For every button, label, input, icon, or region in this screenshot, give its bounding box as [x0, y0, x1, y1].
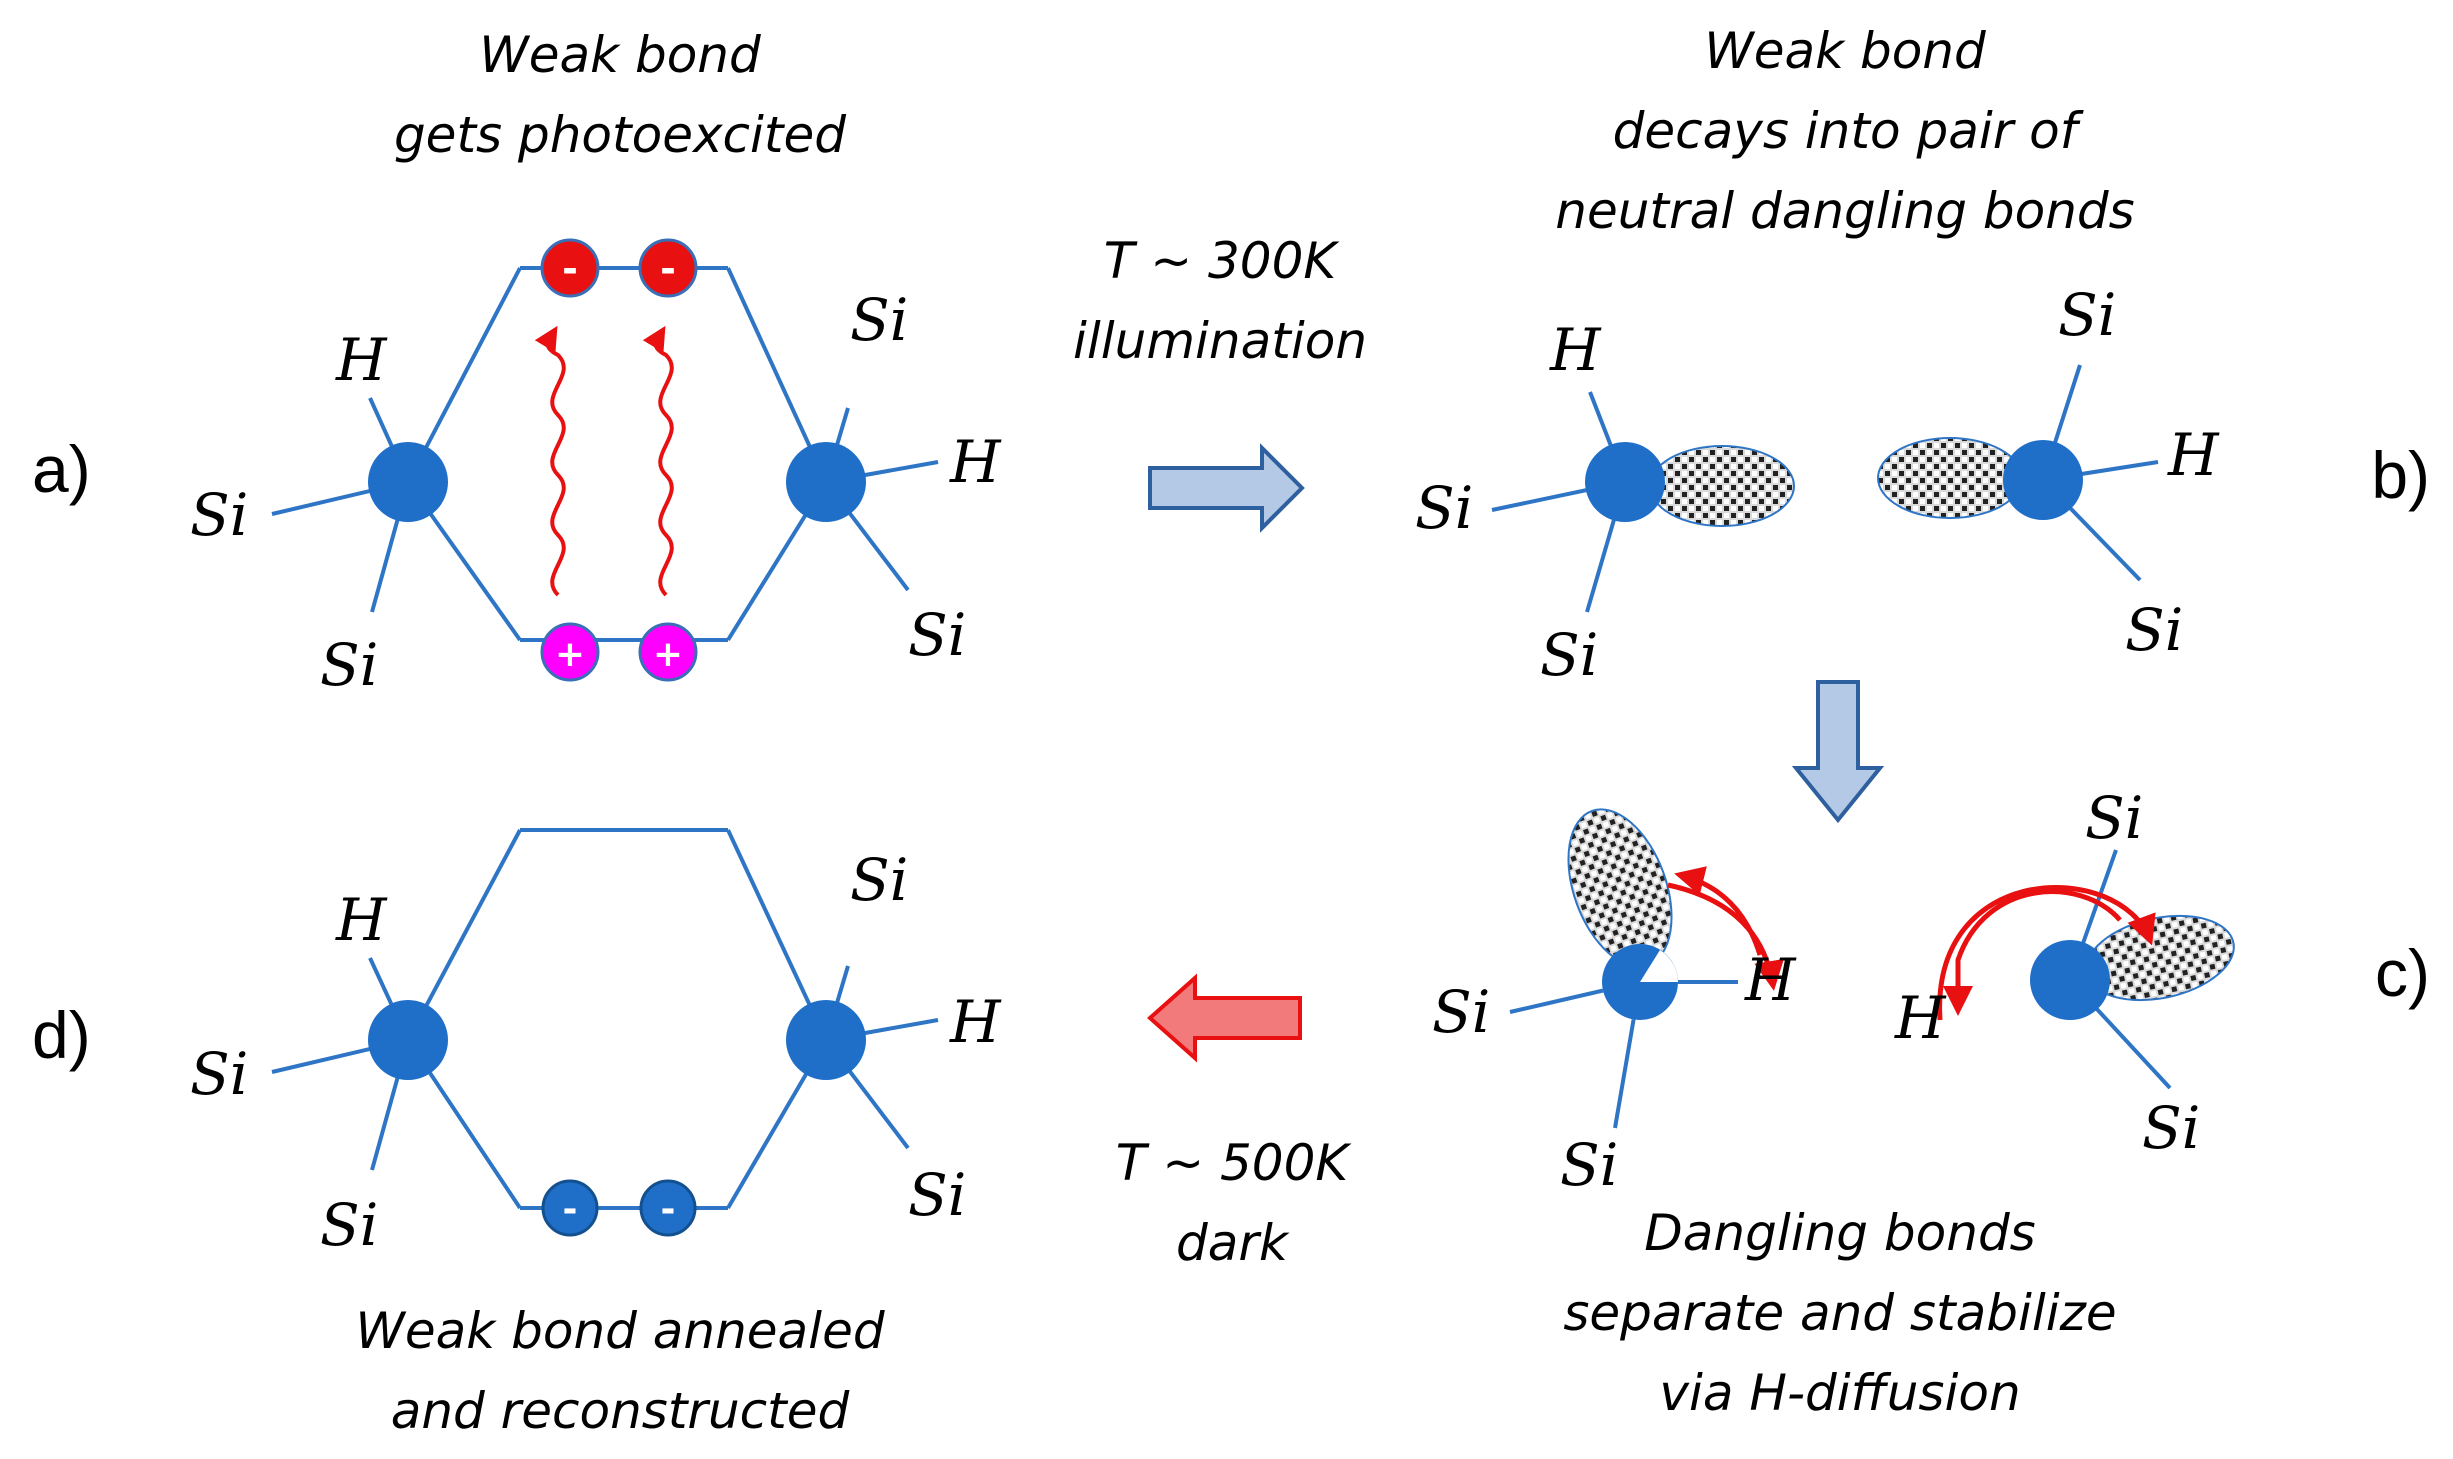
panel-d-caption-line2: and reconstructed: [391, 1382, 850, 1440]
svg-text:+: +: [653, 634, 683, 675]
electron-charge: -: [638, 238, 698, 298]
si-atom-left: [368, 1000, 448, 1080]
atom-label-h: H: [2167, 421, 2220, 489]
svg-text:-: -: [562, 247, 578, 291]
panel-c-caption-line2: separate and stabilize: [1563, 1284, 2116, 1342]
panel-c-caption-line1: Dangling bonds: [1644, 1204, 2035, 1262]
atom-label-si: Si: [1432, 978, 1490, 1046]
si-atom-right: [2030, 940, 2110, 1020]
panel-label-d: d): [32, 998, 91, 1072]
atom-label-si: Si: [2142, 1094, 2200, 1162]
atom-label-si: Si: [908, 601, 966, 669]
left-block-arrow: [1146, 973, 1302, 1063]
si-atom-right: [2003, 440, 2083, 520]
atom-label-h: H: [335, 886, 388, 954]
h-diffusion-arrow: [1943, 889, 2122, 1016]
h-diffusion-arrow: [1937, 885, 2156, 1021]
electron-charge: -: [540, 238, 600, 298]
panel-c: c) Dangling bonds separate and stabilize…: [1432, 784, 2430, 1422]
atom-label-si: Si: [2058, 281, 2116, 349]
atom-label-h: H: [949, 428, 1002, 496]
h-diffusion-arrow: [1674, 866, 1763, 956]
panel-b-caption-line3: neutral dangling bonds: [1555, 182, 2134, 240]
atom-label-si: Si: [1415, 474, 1473, 542]
down-block-arrow: [1791, 680, 1885, 824]
hole-charge: +: [540, 622, 600, 682]
hole-charge: +: [638, 622, 698, 682]
dangling-bond-orbital: [1877, 437, 2023, 519]
reverse-temperature: T ~ 500K: [1116, 1134, 1353, 1192]
right-block-arrow: [1148, 443, 1305, 533]
atom-label-h: H: [1549, 316, 1602, 384]
panel-a-caption-line1: Weak bond: [479, 26, 761, 84]
panel-b-caption-line2: decays into pair of: [1613, 102, 2084, 160]
dangling-bond-orbital: [1649, 445, 1795, 527]
atom-label-si: Si: [908, 1161, 966, 1229]
atom-label-si: Si: [1560, 1131, 1618, 1199]
atom-label-si: Si: [320, 631, 378, 699]
atom-label-si: Si: [2125, 596, 2183, 664]
atom-label-si: Si: [2085, 784, 2143, 852]
atom-label-si: Si: [850, 846, 908, 914]
photon-arrow: [534, 325, 566, 597]
panel-a-caption-line2: gets photoexcited: [394, 106, 846, 164]
panel-a-bond-hexagon: [406, 266, 828, 642]
svg-text:-: -: [660, 247, 676, 291]
panel-label-b: b): [2371, 438, 2430, 512]
panel-d-caption-line1: Weak bond annealed: [355, 1302, 884, 1360]
panel-b-caption-line1: Weak bond: [1704, 22, 1986, 80]
panel-c-caption-line3: via H-diffusion: [1659, 1364, 2020, 1422]
panel-label-a: a): [32, 432, 91, 506]
atom-label-si: Si: [320, 1191, 378, 1259]
photon-arrow: [642, 325, 674, 597]
panel-a: a) Weak bond gets photoexcited Si H Si S…: [32, 26, 1002, 699]
reverse-transition: T ~ 500K dark: [1116, 973, 1353, 1272]
electron-charge: -: [639, 1179, 697, 1237]
panel-d: d) Weak bond annealed and reconstructed …: [32, 828, 1002, 1440]
electron-charge: -: [541, 1179, 599, 1237]
reverse-condition: dark: [1176, 1214, 1290, 1272]
forward-condition: illumination: [1073, 312, 1367, 370]
panel-label-c: c): [2375, 936, 2430, 1010]
si-atom-right: [786, 442, 866, 522]
atom-label-si: Si: [190, 1040, 248, 1108]
svg-text:-: -: [661, 1189, 676, 1230]
atom-label-si: Si: [850, 286, 908, 354]
atom-label-h: H: [1744, 946, 1797, 1014]
atom-label-h: H: [949, 988, 1002, 1056]
atom-label-h: H: [335, 326, 388, 394]
svg-text:+: +: [555, 634, 585, 675]
panel-d-bond-hexagon: [406, 828, 828, 1210]
atom-label-h: H: [1894, 984, 1947, 1052]
si-atom-left: [1585, 442, 1665, 522]
panel-b: b) Weak bond decays into pair of neutral…: [1415, 22, 2430, 689]
svg-text:-: -: [563, 1189, 578, 1230]
atom-label-si: Si: [190, 481, 248, 549]
si-atom-left: [368, 442, 448, 522]
forward-temperature: T ~ 300K: [1104, 232, 1341, 290]
atom-label-si: Si: [1540, 621, 1598, 689]
forward-transition: T ~ 300K illumination: [1073, 232, 1367, 533]
si-atom-right: [786, 1000, 866, 1080]
